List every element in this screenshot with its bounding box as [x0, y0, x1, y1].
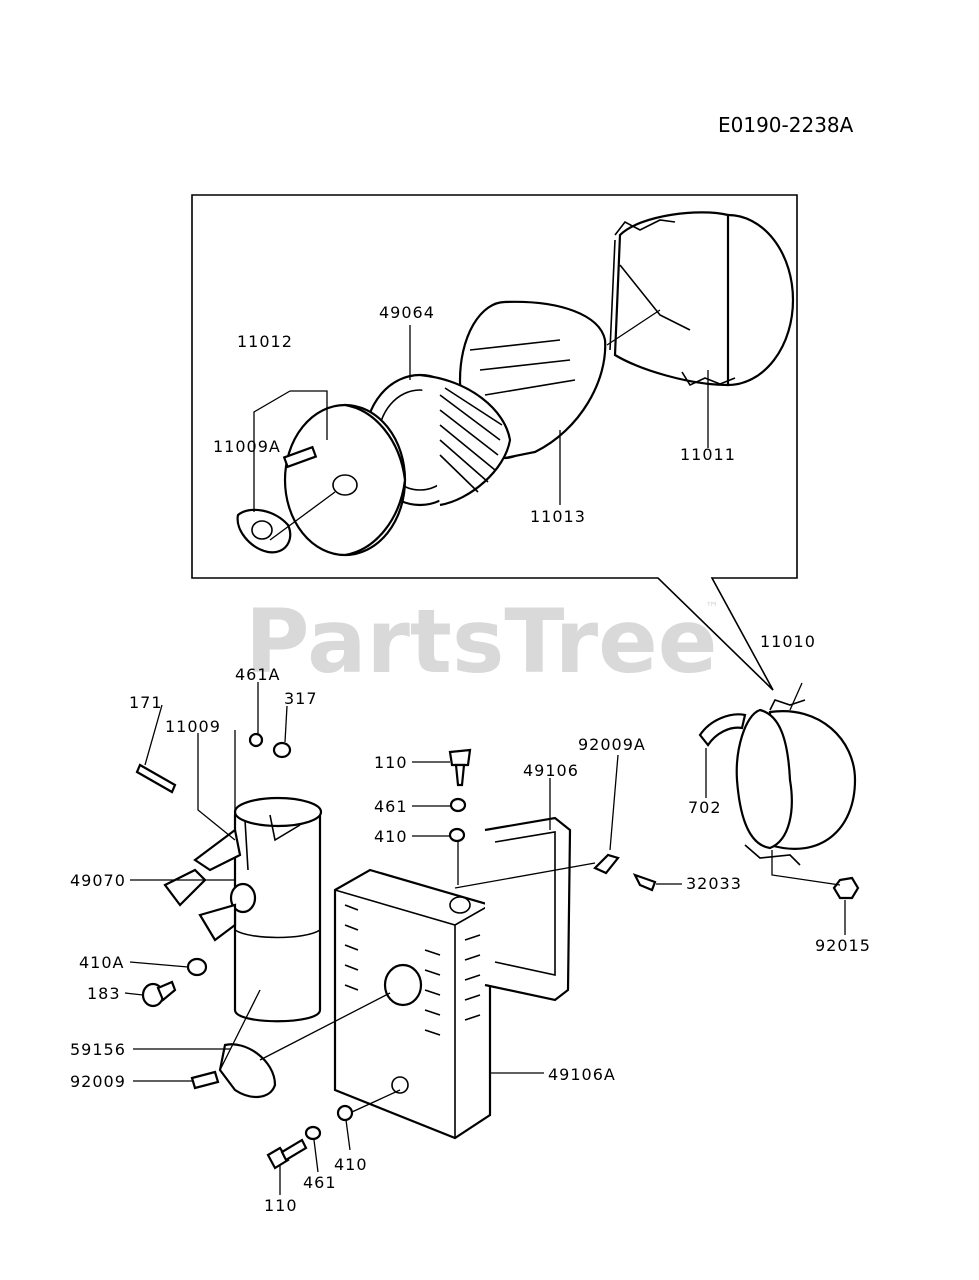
- nut-317: [272, 741, 292, 759]
- washer-410-top: [448, 827, 466, 843]
- gasket-11009A: [236, 508, 292, 554]
- label-461-bottom: 461: [303, 1173, 337, 1192]
- label-11011: 11011: [680, 445, 736, 464]
- label-410-bottom: 410: [334, 1155, 368, 1174]
- exhaust-pipe-11009: [163, 828, 242, 907]
- muffler-49070: [198, 796, 323, 1023]
- label-410-top: 410: [374, 827, 408, 846]
- cover-plate-59156: [218, 1043, 277, 1098]
- watermark-trademark: ™: [705, 600, 719, 616]
- document-id: E0190-2238A: [718, 113, 854, 137]
- muffler-cover-49106A: [333, 868, 492, 1140]
- label-110-bottom: 110: [264, 1196, 298, 1215]
- label-702: 702: [688, 798, 722, 817]
- bolt-110-top: [448, 748, 472, 787]
- label-11013: 11013: [530, 507, 586, 526]
- label-461A: 461A: [235, 665, 280, 684]
- label-49106: 49106: [523, 761, 579, 780]
- label-110-top: 110: [374, 753, 408, 772]
- label-92015: 92015: [815, 936, 871, 955]
- label-11012: 11012: [237, 332, 293, 351]
- label-183: 183: [87, 984, 121, 1003]
- label-32033: 32033: [686, 874, 742, 893]
- plug-183: [141, 980, 177, 1008]
- nut-92015: [832, 876, 860, 900]
- washer-461-bottom: [304, 1125, 322, 1141]
- label-11009A: 11009A: [213, 437, 281, 456]
- bolt-92009: [190, 1070, 220, 1090]
- label-49070: 49070: [70, 871, 126, 890]
- label-171: 171: [129, 693, 163, 712]
- label-59156: 59156: [70, 1040, 126, 1059]
- watermark: PartsTree: [245, 590, 717, 693]
- heat-shield-49106: [484, 816, 572, 1002]
- stud-171: [135, 763, 177, 794]
- air-cleaner-base-11012: [282, 403, 407, 557]
- label-49106A: 49106A: [548, 1065, 616, 1084]
- hose-702: [698, 713, 747, 747]
- label-92009A: 92009A: [578, 735, 646, 754]
- bolt-92009A: [593, 853, 620, 875]
- label-11009: 11009: [165, 717, 221, 736]
- air-cleaner-cover-11011: [609, 211, 795, 387]
- washer-461-top: [449, 797, 467, 813]
- detail-inset-box: [191, 194, 798, 691]
- label-410A: 410A: [79, 953, 124, 972]
- washer-461A: [248, 732, 264, 748]
- label-317: 317: [284, 689, 318, 708]
- clip-32033: [632, 873, 657, 892]
- label-49064: 49064: [379, 303, 435, 322]
- label-92009: 92009: [70, 1072, 126, 1091]
- label-11010: 11010: [760, 632, 816, 651]
- air-cleaner-assembly-11010: [735, 699, 857, 866]
- washer-410-bottom: [336, 1104, 354, 1122]
- washer-410A: [186, 957, 208, 977]
- bolt-110-bottom: [266, 1138, 308, 1170]
- label-461-top: 461: [374, 797, 408, 816]
